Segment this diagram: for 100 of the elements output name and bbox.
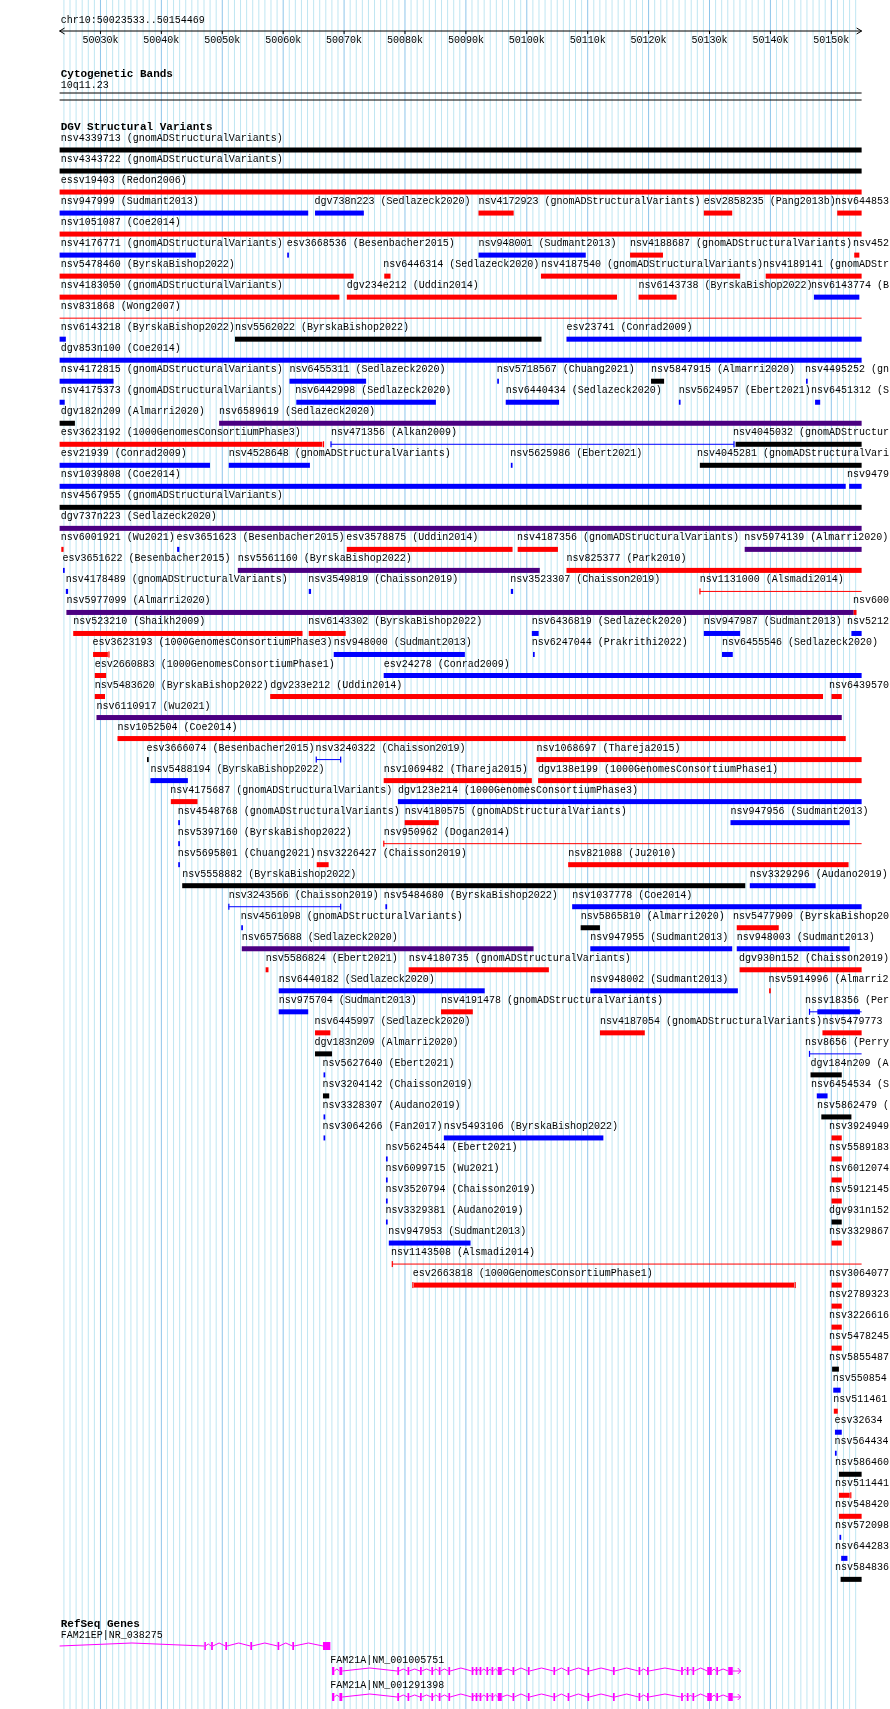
variant-label: nsv3328307 (Audano2019) bbox=[322, 1099, 461, 1112]
variant-label: nsv4189141 (gnomADStr bbox=[762, 259, 889, 272]
variant-label: nsv831868 (Wong2007) bbox=[60, 301, 181, 314]
variant-label: nsv452 bbox=[853, 238, 889, 251]
variant-label: nsv6451312 (S bbox=[811, 385, 889, 398]
variant-label: dgv184n209 (A bbox=[810, 1057, 889, 1070]
variant-label: nsv6110917 (Wu2021) bbox=[96, 700, 211, 713]
variant-label: nsv3226616 bbox=[829, 1310, 889, 1323]
variant-label: nsv9479 bbox=[847, 469, 889, 482]
variant-label: nsv3243566 (Chaisson2019) bbox=[228, 889, 379, 902]
variant-label: nsv5624957 (Ebert2021) bbox=[678, 385, 811, 398]
variant-label: nsv4180735 (gnomADStructuralVariants) bbox=[408, 952, 631, 965]
variant-label: esv2660883 (1000GenomesConsortiumPhase1) bbox=[94, 658, 335, 671]
variant-label: nsv511441 bbox=[835, 1478, 889, 1491]
variant-label: nsv3523307 (Chaisson2019) bbox=[510, 574, 661, 587]
variant-label: nsv3064077 bbox=[829, 1268, 889, 1281]
variant-label: nsv6012074 bbox=[829, 1162, 889, 1175]
variant-label: nsv3329867 bbox=[829, 1226, 889, 1239]
variant-label: nsv5624544 (Ebert2021) bbox=[385, 1141, 518, 1154]
track-title: Cytogenetic Bands bbox=[60, 68, 173, 80]
variant-label: esv3623192 (1000GenomesConsortiumPhase3) bbox=[60, 427, 301, 440]
variant-label: nsv1143508 (Alsmadi2014) bbox=[391, 1247, 536, 1260]
variant-label: nsv948002 (Sudmant2013) bbox=[590, 973, 729, 986]
variant-label: nsv584836 bbox=[835, 1562, 889, 1575]
variant-label: nsv5397160 (ByrskaBishop2022) bbox=[177, 826, 352, 839]
variant-label: nsv6099715 (Wu2021) bbox=[385, 1162, 500, 1175]
variant-label: nsv5479773 bbox=[822, 1015, 883, 1028]
variant-label: esv32634 bbox=[834, 1415, 883, 1428]
variant-label: nsv5865810 (Almarri2020) bbox=[580, 910, 725, 923]
variant-label: nsv5589183 bbox=[829, 1141, 889, 1154]
variant-label: essv19403 (Redon2006) bbox=[60, 175, 187, 188]
variant-label: nsv3520794 (Chaisson2019) bbox=[385, 1184, 536, 1196]
track-title: DGV Structural Variants bbox=[60, 121, 213, 133]
variant-label: nsv586460 bbox=[835, 1457, 889, 1470]
tick-label: 50100k bbox=[508, 35, 545, 47]
variant-label: nsv4339713 (gnomADStructuralVariants) bbox=[60, 133, 283, 145]
variant-label: nsv3064266 (Fan2017) bbox=[322, 1120, 443, 1133]
variant-label: nsv5561160 (ByrskaBishop2022) bbox=[237, 553, 412, 566]
variant-label: dgv123e214 (1000GenomesConsortiumPhase3) bbox=[397, 784, 638, 797]
variant-label: esv21939 (Conrad2009) bbox=[60, 448, 187, 461]
variant-label: nsv950962 (Dogan2014) bbox=[383, 826, 510, 839]
variant-label: nsv4191478 (gnomADStructuralVariants) bbox=[441, 994, 664, 1007]
variant-label: nsv5586824 (Ebert2021) bbox=[265, 952, 398, 965]
variant-label: nsv6143302 (ByrskaBishop2022) bbox=[308, 616, 483, 629]
band-label: 10q11.23 bbox=[60, 80, 109, 92]
variant-label: nssv18356 (Per bbox=[805, 994, 889, 1007]
variant-label: nsv5977099 (Almarri2020) bbox=[66, 595, 211, 608]
variant-label: nsv4178489 (gnomADStructuralVariants) bbox=[65, 574, 288, 587]
tick-label: 50050k bbox=[204, 35, 241, 47]
variant-label: nsv6446314 (Sedlazeck2020) bbox=[383, 259, 540, 272]
variant-label: esv3623193 (1000GenomesConsortiumPhase3) bbox=[92, 637, 333, 650]
variant-label: nsv4561098 (gnomADStructuralVariants) bbox=[240, 910, 463, 923]
variant-label: nsv6143774 (B bbox=[811, 280, 889, 293]
variant-label: nsv5912145 bbox=[829, 1184, 889, 1196]
variant-label: nsv825377 (Park2010) bbox=[566, 553, 687, 566]
variant-label: nsv6436819 (Sedlazeck2020) bbox=[531, 616, 688, 629]
variant-label: nsv3549819 (Chaisson2019) bbox=[308, 574, 459, 587]
variant-label: nsv8656 (Perry bbox=[805, 1036, 889, 1049]
variant-label: nsv948001 (Sudmant2013) bbox=[478, 238, 617, 251]
variant-label: nsv1039808 (Coe2014) bbox=[60, 469, 181, 482]
variant-label: nsv4183050 (gnomADStructuralVariants) bbox=[60, 280, 283, 293]
variant-label: nsv947956 (Sudmant2013) bbox=[730, 805, 869, 818]
variant-label: nsv4187054 (gnomADStructuralVariants) bbox=[599, 1015, 822, 1028]
variant-label: nsv947953 (Sudmant2013) bbox=[388, 1226, 527, 1239]
variant-label: nsv4528648 (gnomADStructuralVariants) bbox=[228, 448, 451, 461]
variant-label: nsv5478460 (ByrskaBishop2022) bbox=[60, 259, 235, 272]
variant-label: nsv6440182 (Sedlazeck2020) bbox=[278, 973, 435, 986]
tick-label: 50060k bbox=[265, 35, 302, 47]
variant-label: nsv5558882 (ByrskaBishop2022) bbox=[182, 868, 357, 881]
variant-label: dgv234e212 (Uddin2014) bbox=[346, 280, 479, 293]
variant-label: nsv948003 (Sudmant2013) bbox=[736, 931, 875, 944]
variant-label: nsv1069482 (Thareja2015) bbox=[383, 763, 528, 776]
variant-label: dgv233e212 (Uddin2014) bbox=[270, 679, 403, 692]
variant-label: nsv644283 bbox=[835, 1541, 889, 1554]
variant-label: nsv471356 (Alkan2009) bbox=[330, 427, 457, 440]
variant-label: esv3651623 (Besenbacher2015) bbox=[176, 532, 345, 545]
tick-label: 50140k bbox=[752, 35, 789, 47]
variant-label: nsv5627640 (Ebert2021) bbox=[322, 1057, 455, 1070]
variant-label: nsv6589619 (Sedlazeck2020) bbox=[219, 406, 376, 419]
variant-label: nsv4175373 (gnomADStructuralVariants) bbox=[60, 385, 283, 398]
tick-label: 50080k bbox=[386, 35, 423, 47]
variant-label: nsv947999 (Sudmant2013) bbox=[60, 196, 199, 209]
variant-label: nsv600 bbox=[853, 595, 889, 608]
variant-label: nsv3204142 (Chaisson2019) bbox=[322, 1078, 473, 1091]
variant-label: nsv3240322 (Chaisson2019) bbox=[315, 742, 466, 755]
tick-label: 50030k bbox=[82, 35, 119, 47]
variant-label: nsv4175687 (gnomADStructuralVariants) bbox=[170, 784, 393, 797]
variant-label: nsv5562022 (ByrskaBishop2022) bbox=[235, 322, 409, 335]
variant-label: nsv6442998 (Sedlazeck2020) bbox=[295, 385, 452, 398]
variant-label: nsv947955 (Sudmant2013) bbox=[590, 931, 729, 944]
variant-label: nsv5914996 (Almarri2 bbox=[768, 973, 889, 986]
variant-label: esv23741 (Conrad2009) bbox=[566, 322, 693, 335]
variant-label: nsv6440434 (Sedlazeck2020) bbox=[505, 385, 662, 398]
variant-label: nsv6439570 bbox=[829, 679, 889, 692]
variant-label: nsv5847915 (Almarri2020) bbox=[651, 364, 796, 377]
variant-label: nsv5718567 (Chuang2021) bbox=[496, 364, 635, 377]
tick-label: 50040k bbox=[143, 35, 180, 47]
variant-label: nsv6454534 (S bbox=[811, 1078, 889, 1091]
variant-label: nsv1051087 (Coe2014) bbox=[60, 217, 181, 230]
variant-label: dgv182n209 (Almarri2020) bbox=[60, 406, 205, 419]
